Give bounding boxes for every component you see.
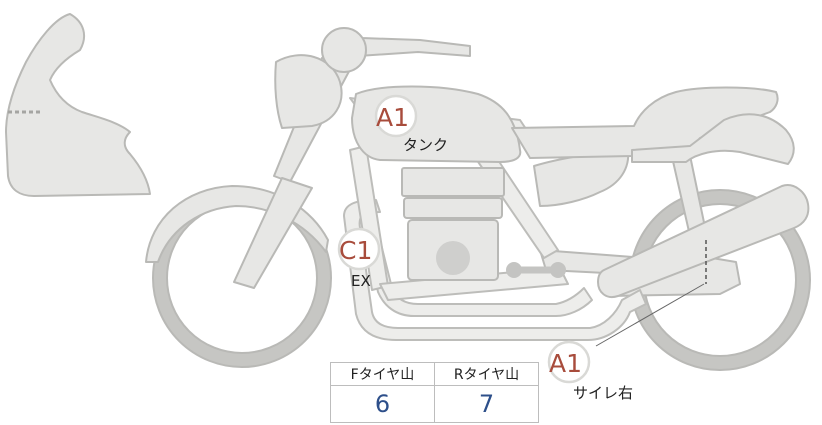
tail-cowl	[631, 113, 795, 165]
detached-cowl	[5, 13, 151, 197]
foot-peg	[506, 262, 566, 278]
front-tire-tread-value: 6	[330, 385, 435, 423]
muffler-badge-code: A1	[549, 349, 582, 378]
rear-tire-tread-header: Rタイヤ山	[434, 362, 539, 386]
tank-badge-code: A1	[376, 103, 409, 132]
tank-label: A1 タンク	[374, 94, 448, 154]
handlebar-clamp	[321, 27, 367, 73]
exhaust-label: C1 EX	[337, 227, 381, 290]
tank-label-text: タンク	[403, 136, 448, 154]
exhaust-label-text: EX	[351, 272, 371, 290]
exhaust-badge-code: C1	[339, 236, 372, 265]
engine	[401, 167, 505, 281]
seat	[511, 86, 779, 159]
muffler-label-text: サイレ右	[573, 384, 633, 402]
rear-tire-tread-value: 7	[434, 385, 539, 423]
muffler-leader-line	[595, 283, 705, 347]
front-tire-tread-header: Fタイヤ山	[330, 362, 435, 386]
headlight	[274, 54, 343, 129]
tire-tread-table: Fタイヤ山 Rタイヤ山 6 7	[330, 362, 539, 423]
muffler	[597, 184, 810, 298]
muffler-right-label: A1 サイレ右	[547, 340, 633, 402]
exhaust-pipes	[343, 199, 647, 341]
engine-cover-circle	[436, 241, 470, 275]
